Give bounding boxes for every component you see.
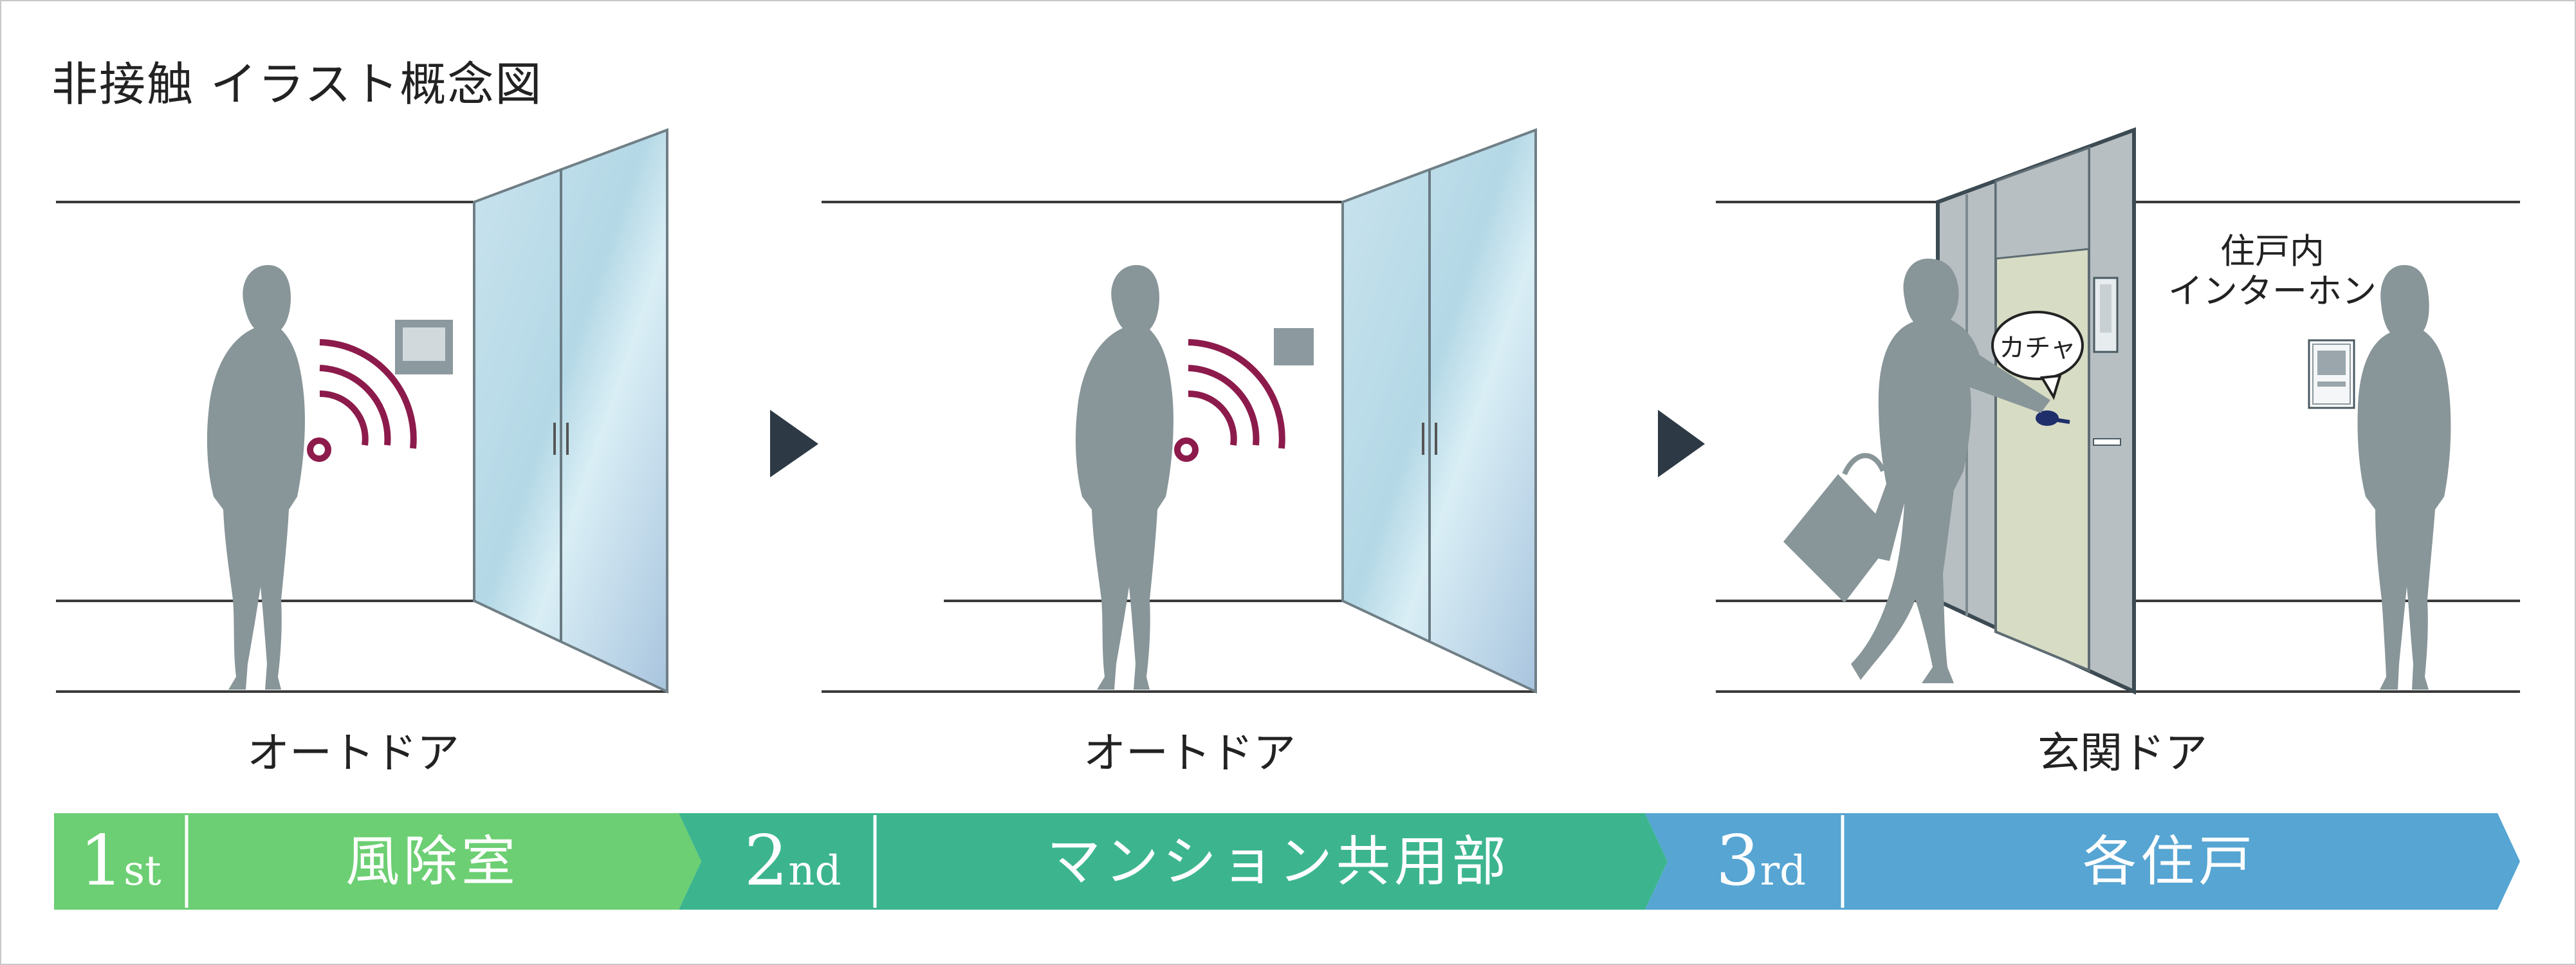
step-3-label: 各住戸 <box>2082 830 2257 893</box>
scene-1-vestibule <box>56 128 668 694</box>
scene-3-unit-entrance <box>1716 127 2520 695</box>
scene-2-common-area <box>822 128 1537 694</box>
step-bar <box>54 813 2520 910</box>
step-bar-segment-1 <box>54 813 701 910</box>
step-3-digit: 3 <box>1715 821 1760 901</box>
step-bar-segment-2 <box>679 813 1668 910</box>
intercom-label: 住戸内 インターホン <box>2168 231 2377 312</box>
arrow-right-icon <box>770 410 818 477</box>
step-2-digit: 2 <box>744 821 789 901</box>
intercom-label-line2: インターホン <box>2168 271 2377 312</box>
intercom-label-line1: 住戸内 <box>2220 231 2324 271</box>
key-bubble <box>1991 311 2084 400</box>
step-2-suffix: nd <box>788 847 842 895</box>
step-3-suffix: rd <box>1760 847 1807 895</box>
door-label-2: オートドア <box>1083 728 1296 778</box>
woman-silhouette <box>1075 265 1173 690</box>
step-bar-segment-3 <box>1645 813 2520 910</box>
door-label-1: オートドア <box>247 728 459 778</box>
woman-with-key-silhouette <box>1851 259 2050 683</box>
step-2-number: 2nd <box>744 813 842 910</box>
woman-silhouette <box>2357 265 2451 690</box>
bubble-text: カチャ <box>1999 333 2076 363</box>
auto-door-glass-1 <box>473 128 668 694</box>
card-reader-panel <box>1274 328 1314 365</box>
page-title: 非接触 イラスト概念図 <box>51 57 543 111</box>
woman-silhouette <box>207 265 305 690</box>
door-label-3: 玄関ドア <box>2038 728 2207 778</box>
step-1-digit: 1 <box>79 821 124 901</box>
auto-door-glass-2 <box>1341 128 1537 694</box>
wireless-signal-icon <box>1174 339 1285 462</box>
shopping-bag-icon <box>1783 453 1896 603</box>
step-3-number: 3rd <box>1716 813 1806 910</box>
step-1-label: 風除室 <box>345 830 520 893</box>
step-1-number: 1st <box>79 813 161 910</box>
card-reader-panel <box>395 320 453 374</box>
step-2-label: マンション共用部 <box>1046 830 1511 893</box>
step-1-suffix: st <box>124 847 161 895</box>
arrow-right-icon <box>1658 410 1705 477</box>
wireless-signal-icon <box>307 339 417 462</box>
intercom-device-icon <box>2308 339 2355 409</box>
